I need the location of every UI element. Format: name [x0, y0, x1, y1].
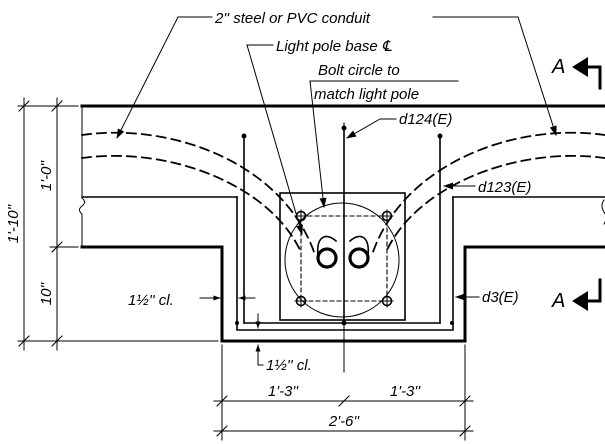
dim-upper-height: 1'-0'' [38, 160, 55, 191]
conduit-elbow-left [316, 247, 338, 269]
dim-total-width: 2'-6'' [328, 413, 360, 430]
section-marker-bottom: A [551, 278, 602, 312]
d124-label: d124(E) [399, 111, 452, 128]
d3-label: d3(E) [482, 289, 519, 306]
d123-label: d123(E) [478, 179, 531, 196]
dim-lower-height: 10'' [38, 282, 55, 306]
rebar-end-dot [437, 133, 443, 139]
vertical-dimensions: 1'-10'' 1'-0'' 10'' [5, 97, 219, 351]
rebar-d3 [236, 196, 454, 331]
bottom-clear-dim: 1½'' cl. [255, 313, 312, 374]
pole-base-callout: Light pole base ℄ [246, 38, 392, 235]
base-plate [279, 192, 406, 321]
bolt-circle-label-line1: Bolt circle to [318, 62, 400, 79]
d123-callout: d123(E) [443, 179, 531, 196]
conduit-right [348, 131, 605, 269]
pole-base-label: Light pole base ℄ [276, 38, 392, 55]
left-break-line [79, 105, 85, 249]
d124-callout: d124(E) [346, 111, 452, 139]
rebar-cage [235, 125, 454, 331]
rebar-end-dot [241, 133, 247, 139]
right-break-line [601, 199, 605, 225]
anchor-bolt [294, 294, 308, 308]
side-clear-label: 1½'' cl. [128, 292, 174, 309]
rebar-corner-dot [235, 321, 239, 325]
dim-total-height: 1'-10'' [5, 204, 22, 244]
dim-left-half: 1'-3'' [268, 383, 299, 400]
section-arrow-top [572, 57, 588, 77]
bolt-circle [284, 202, 400, 318]
conduit-callout: 2'' steel or PVC conduit [116, 10, 557, 139]
conduit-label: 2'' steel or PVC conduit [214, 10, 371, 27]
bottom-clear-label: 1½'' cl. [266, 357, 312, 374]
dim-right-half: 1'-3'' [390, 383, 421, 400]
section-letter-top: A [551, 56, 565, 78]
section-marker-top: A [551, 56, 602, 90]
bolt-circle-callout: Bolt circle to match light pole [309, 62, 459, 208]
conduit-elbow-right [348, 247, 370, 269]
section-letter-bottom: A [551, 290, 565, 312]
section-arrow-bottom [572, 291, 588, 311]
side-clear-dim: 1½'' cl. [128, 292, 256, 309]
horizontal-dimensions: 1'-3'' 1'-3'' 2'-6'' [213, 344, 474, 441]
bolt-circle-label-line2: match light pole [314, 86, 419, 103]
anchor-bolt [380, 294, 394, 308]
d3-callout: d3(E) [455, 289, 519, 306]
rebar-corner-dot [450, 321, 454, 325]
